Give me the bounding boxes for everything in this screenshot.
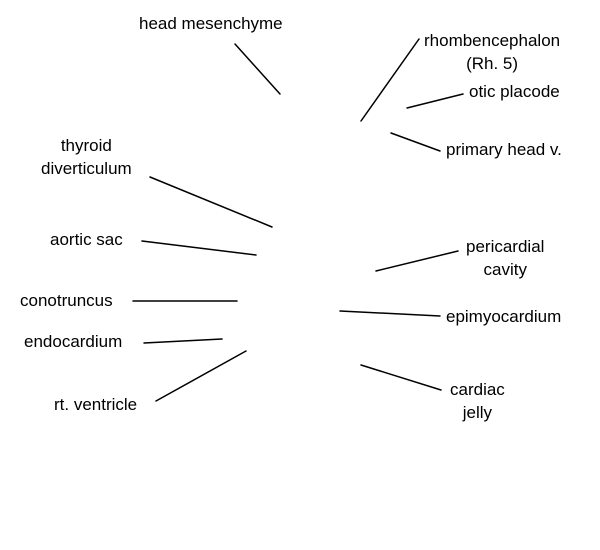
leader-endocardium	[143, 338, 223, 344]
label-otic-placode: otic placode	[469, 82, 560, 101]
label-pericardial-cavity-line2: cavity	[483, 260, 527, 279]
label-rhombencephalon-line1: rhombencephalon	[424, 31, 561, 50]
leader-aortic-sac	[141, 240, 257, 256]
label-aortic-sac: aortic sac	[50, 230, 123, 249]
leader-pericardial-cavity	[375, 250, 459, 272]
label-thyroid-diverticulum-line1: thyroid	[60, 136, 112, 155]
label-cardiac-jelly-line2: jelly	[462, 403, 493, 422]
label-primary-head-vein: primary head v.	[446, 140, 562, 159]
label-rt-ventricle: rt. ventricle	[54, 395, 138, 414]
label-pericardial-cavity-line1: pericardial	[466, 237, 545, 256]
label-epimyocardium: epimyocardium	[446, 307, 562, 326]
label-rhombencephalon-line2: (Rh. 5)	[466, 54, 519, 73]
label-rhombencephalon: rhombencephalon (Rh. 5)	[424, 29, 560, 75]
leader-epimyocardium	[339, 310, 441, 317]
label-pericardial-cavity: pericardial cavity	[466, 235, 544, 281]
label-cardiac-jelly: cardiac jelly	[450, 378, 505, 424]
label-head-mesenchyme: head mesenchyme	[139, 14, 283, 33]
label-endocardium: endocardium	[24, 332, 123, 351]
leader-head-mesenchyme	[234, 43, 281, 95]
label-conotruncus: conotruncus	[20, 291, 113, 310]
leader-rt-ventricle	[155, 350, 247, 402]
leader-cardiac-jelly	[360, 364, 442, 391]
leader-thyroid-diverticulum	[149, 176, 273, 228]
label-thyroid-diverticulum: thyroid diverticulum	[41, 134, 132, 180]
label-cardiac-jelly-line1: cardiac	[450, 380, 505, 399]
leader-otic-placode	[406, 93, 464, 109]
leader-rhombencephalon	[360, 38, 420, 122]
leader-primary-head-vein	[390, 132, 441, 152]
label-thyroid-diverticulum-line2: diverticulum	[41, 159, 132, 178]
